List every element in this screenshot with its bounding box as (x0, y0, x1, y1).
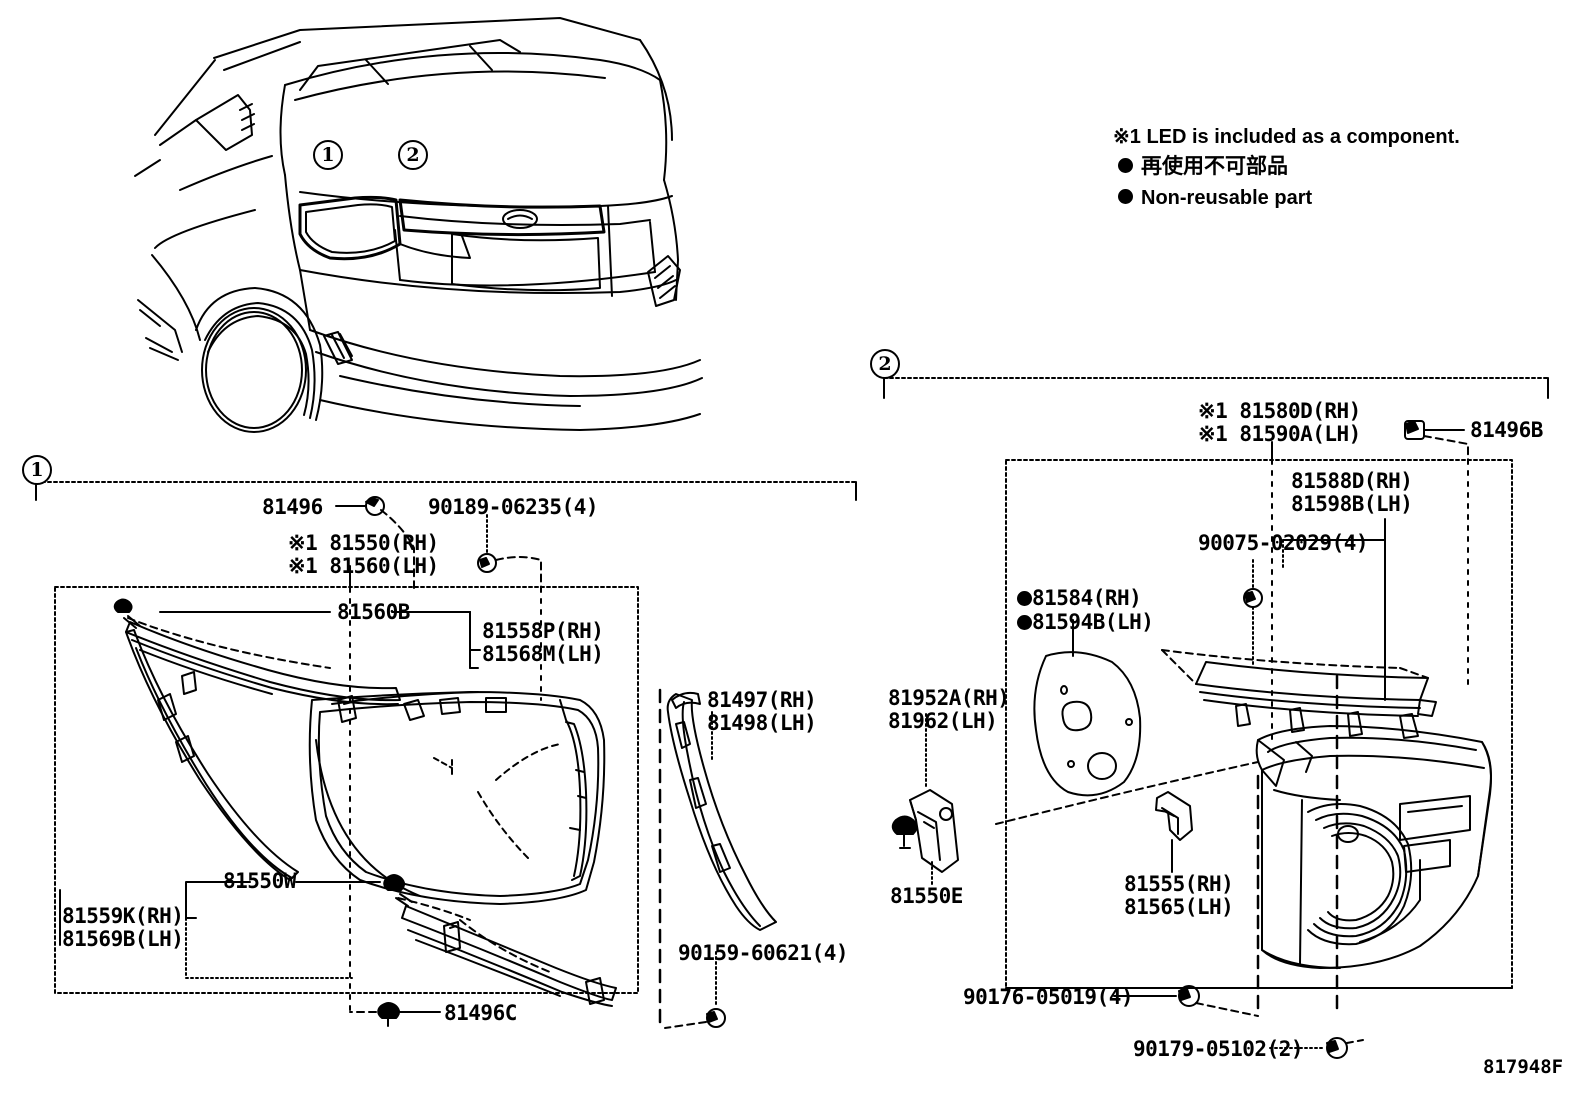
label-81598b-lh[interactable]: 81598B(LH) (1291, 492, 1413, 516)
label-81496[interactable]: 81496 (262, 495, 323, 519)
legend-en-note: Non-reusable part (1141, 187, 1313, 209)
car-callout-1[interactable]: 1 (313, 140, 343, 170)
label-81580d-rh[interactable]: ※1 81580D(RH) (1198, 399, 1361, 423)
label-90189-06235[interactable]: 90189-06235(4) (428, 495, 599, 519)
label-81952a-rh[interactable]: 81952A(RH) (888, 686, 1010, 710)
clip-81496c (377, 1002, 400, 1027)
section2-leaders (925, 420, 1513, 1059)
screw-90189 (477, 553, 497, 573)
label-81962-lh[interactable]: 81962(LH) (888, 709, 998, 733)
label-81550e[interactable]: 81550E (890, 884, 963, 908)
clip-81550e (891, 815, 918, 849)
section1-callout[interactable]: 1 (22, 455, 52, 485)
label-81550w[interactable]: 81550W (223, 869, 296, 893)
nonreusable-dot-jp (1118, 158, 1133, 173)
label-81569b-lh[interactable]: 81569B(LH) (62, 927, 184, 951)
screw-90176 (1178, 985, 1200, 1007)
section1-parts-art (113, 598, 777, 1007)
section2-bracket (883, 377, 1549, 399)
label-81584-rh[interactable]: 81584(RH) (1032, 586, 1142, 610)
label-81496c[interactable]: 81496C (444, 1001, 517, 1025)
label-90176-05019[interactable]: 90176-05019(4) (963, 985, 1134, 1009)
screw-90159 (706, 1008, 726, 1028)
nonreusable-dot-81594b (1017, 615, 1032, 630)
figure-code: 817948F (1483, 1056, 1564, 1078)
label-81560-lh[interactable]: ※1 81560(LH) (288, 554, 439, 578)
label-90075-02029[interactable]: 90075-02029(4) (1198, 531, 1369, 555)
screw-90075 (1243, 588, 1263, 608)
nonreusable-dot-81584 (1017, 591, 1032, 606)
section2-callout[interactable]: 2 (870, 349, 900, 379)
label-81559k-rh[interactable]: 81559K(RH) (62, 904, 184, 928)
label-81568m-lh[interactable]: 81568M(LH) (482, 642, 604, 666)
legend-jp-note: 再使用不可部品 (1141, 155, 1288, 178)
label-90159-60621[interactable]: 90159-60621(4) (678, 941, 849, 965)
clip-81496 (365, 496, 385, 516)
label-90179-05102[interactable]: 90179-05102(2) (1133, 1037, 1304, 1061)
screw-81550w (383, 874, 413, 907)
car-illustration (134, 17, 703, 433)
label-81498-lh[interactable]: 81498(LH) (707, 711, 817, 735)
label-81558p-rh[interactable]: 81558P(RH) (482, 619, 604, 643)
car-callout-2[interactable]: 2 (398, 140, 428, 170)
label-81555-rh[interactable]: 81555(RH) (1124, 872, 1234, 896)
label-81565-lh[interactable]: 81565(LH) (1124, 895, 1234, 919)
nonreusable-dot-en (1118, 189, 1133, 204)
label-81590a-lh[interactable]: ※1 81590A(LH) (1198, 422, 1361, 446)
screw-81560b (113, 598, 141, 629)
label-81594b-lh[interactable]: 81594B(LH) (1032, 610, 1154, 634)
label-81588d-rh[interactable]: 81588D(RH) (1291, 469, 1413, 493)
section1-leaders (159, 496, 726, 1030)
clip-81496b (1404, 420, 1425, 440)
label-81550-rh[interactable]: ※1 81550(RH) (288, 531, 439, 555)
label-81496b[interactable]: 81496B (1470, 418, 1543, 442)
legend-led-note: ※1 LED is included as a component. (1113, 126, 1460, 148)
label-81497-rh[interactable]: 81497(RH) (707, 688, 817, 712)
label-81560b[interactable]: 81560B (337, 600, 410, 624)
screw-90179 (1326, 1037, 1348, 1059)
